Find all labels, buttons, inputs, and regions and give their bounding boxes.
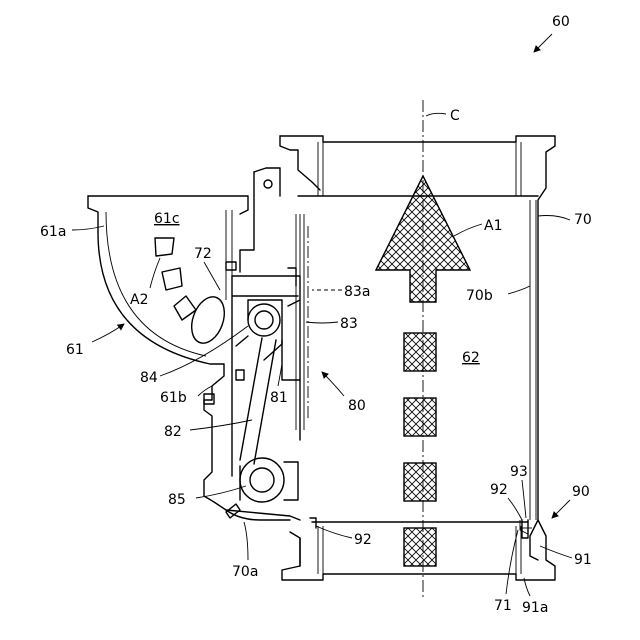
- label-61c: 61c: [154, 211, 180, 227]
- flow-block-1: [404, 333, 436, 371]
- label-61a: 61a: [40, 224, 66, 240]
- label-91: 91: [574, 552, 592, 568]
- label-81: 81: [270, 390, 288, 406]
- label-93: 93: [510, 464, 528, 480]
- label-61b: 61b: [160, 390, 187, 406]
- label-c: C: [450, 108, 460, 124]
- label-84: 84: [140, 370, 158, 386]
- flow-block-2: [404, 398, 436, 436]
- label-83a: 83a: [344, 284, 370, 300]
- label-80: 80: [348, 398, 366, 414]
- label-60: 60: [552, 14, 570, 30]
- label-92-lower: 92: [354, 532, 372, 548]
- label-90: 90: [572, 484, 590, 500]
- label-70: 70: [574, 212, 592, 228]
- leader-lines: [72, 34, 572, 596]
- flow-block-4: [404, 528, 436, 566]
- label-62: 62: [462, 350, 480, 366]
- label-72: 72: [194, 246, 212, 262]
- label-91a: 91a: [522, 600, 548, 616]
- label-85: 85: [168, 492, 186, 508]
- label-92-upper: 92: [490, 482, 508, 498]
- valve-unit-80: [204, 168, 308, 518]
- label-70b: 70b: [466, 288, 493, 304]
- label-82: 82: [164, 424, 182, 440]
- label-a2: A2: [130, 292, 148, 308]
- label-61: 61: [66, 342, 84, 358]
- label-71: 71: [494, 598, 512, 614]
- label-83: 83: [340, 316, 358, 332]
- intake-member-61: [88, 196, 300, 520]
- flow-block-3: [404, 463, 436, 501]
- label-a1: A1: [484, 218, 502, 234]
- label-70a: 70a: [232, 564, 258, 580]
